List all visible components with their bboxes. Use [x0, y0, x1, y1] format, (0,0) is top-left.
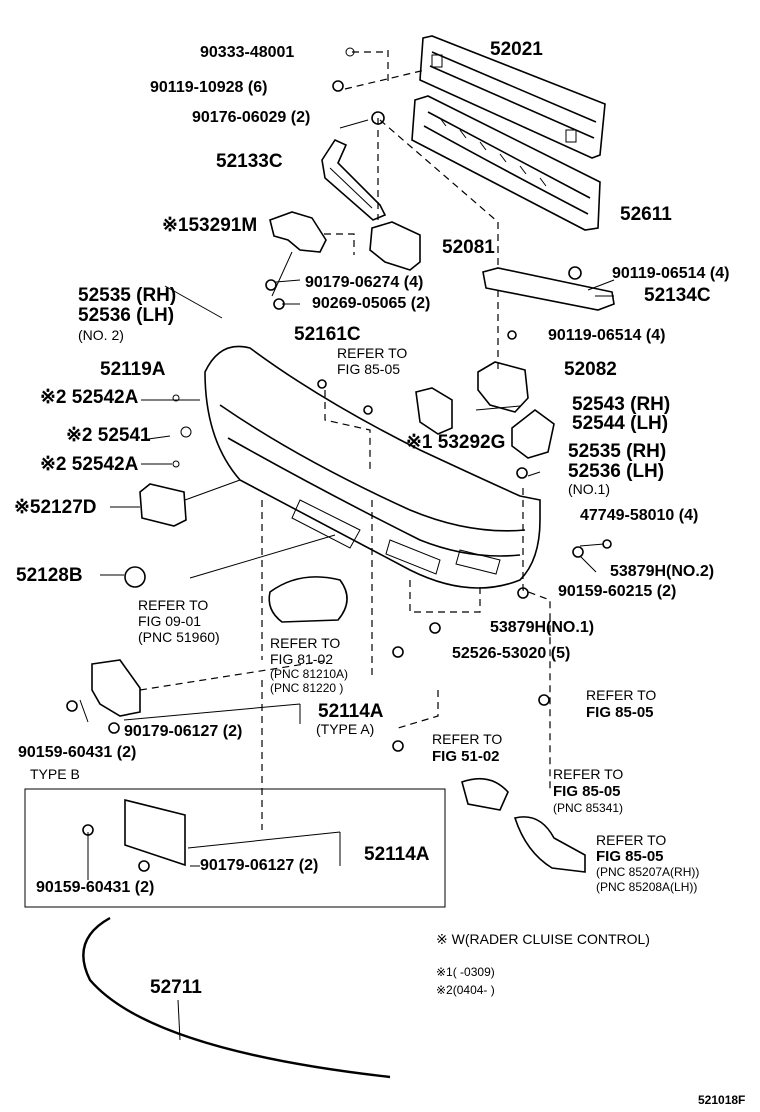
- nozzle-assembly: [513, 816, 586, 873]
- label-52542a-1: ※2 52542A: [40, 387, 139, 408]
- refer-4-line1: REFER TO: [586, 687, 657, 703]
- legend-note-1: ※1( -0309): [436, 965, 495, 979]
- nozzle-cover: [461, 777, 509, 811]
- refer-2-line3: (PNC 51960): [138, 629, 220, 645]
- bracket-52134c: [482, 267, 615, 311]
- label-52542a-2: ※2 52542A: [40, 454, 139, 475]
- label-53879h-no1: 53879H(NO.1): [490, 619, 595, 636]
- refer-4-line2: FIG 85-05: [586, 704, 654, 721]
- label-52082: 52082: [564, 359, 617, 380]
- retainer-52081: [369, 221, 421, 271]
- label-90119-10928: 90119-10928 (6): [150, 79, 268, 96]
- legend-note-2: ※2(0404- ): [436, 983, 495, 997]
- label-52127d: ※52127D: [14, 497, 97, 518]
- label-47749-58010: 47749-58010 (4): [580, 507, 699, 524]
- label-90119-06514-a: 90119-06514 (4): [612, 265, 730, 282]
- bracket-53291m: [269, 211, 327, 253]
- label-90119-06514-b: 90119-06514 (4): [548, 327, 666, 344]
- refer-1-line1: REFER TO: [337, 345, 408, 361]
- plug-52128b: [124, 566, 146, 588]
- refer-1-line2: FIG 85-05: [337, 361, 401, 377]
- diagram-code: 521018F: [698, 1093, 746, 1107]
- label-52535-rh-b: 52535 (RH): [568, 441, 667, 462]
- label-52526-53020: 52526-53020 (5): [452, 645, 571, 662]
- label-90179-06127-b: 90179-06127 (2): [200, 857, 319, 874]
- label-type-b: TYPE B: [30, 766, 80, 782]
- label-no2-a: (NO. 2): [78, 327, 124, 343]
- label-52543-rh: 52543 (RH): [572, 394, 671, 415]
- refer-3-line1: REFER TO: [270, 635, 341, 651]
- type-b-box: [24, 788, 446, 908]
- label-90269-05065: 90269-05065 (2): [312, 295, 431, 312]
- strip-52711: [82, 916, 391, 1079]
- refer-2-line2: FIG 09-01: [138, 613, 202, 629]
- label-53291m: ※153291M: [162, 215, 258, 236]
- refer-6-line2: FIG 85-05: [553, 783, 621, 800]
- bracket-52133c: [321, 138, 387, 221]
- label-90176-06029: 90176-06029 (2): [192, 109, 311, 126]
- label-52544-lh: 52544 (LH): [572, 413, 669, 434]
- refer-5-line2: FIG 51-02: [432, 748, 500, 765]
- label-90179-06127-a: 90179-06127 (2): [124, 723, 243, 740]
- label-90179-06274: 90179-06274 (4): [305, 274, 424, 291]
- label-90159-60431-b: 90159-60431 (2): [36, 879, 155, 896]
- fog-lamp: [268, 576, 348, 623]
- label-90159-60215: 90159-60215 (2): [558, 583, 677, 600]
- label-90333-48001: 90333-48001: [200, 44, 295, 61]
- label-no1-a: (NO.1): [568, 481, 610, 497]
- label-52161c: 52161C: [294, 324, 361, 345]
- refer-6-line1: REFER TO: [553, 766, 624, 782]
- label-52114a-type-b: 52114A: [364, 844, 430, 865]
- label-52611: 52611: [620, 204, 672, 225]
- label-52536-lh-b: 52536 (LH): [568, 461, 665, 482]
- refer-3-line4: (PNC 81220 ): [270, 681, 344, 695]
- absorber-52611: [411, 95, 601, 231]
- fasteners: [66, 47, 612, 872]
- label-52128b: 52128B: [16, 565, 83, 586]
- label-52541: ※2 52541: [66, 425, 151, 446]
- label-type-a: (TYPE A): [316, 721, 375, 737]
- bracket-52127d: [139, 483, 187, 527]
- label-52133c: 52133C: [216, 151, 283, 172]
- license-bracket-type-b: [124, 798, 186, 867]
- leader-lines: [79, 50, 615, 1041]
- license-bracket-type-a: [91, 659, 141, 717]
- label-53879h-no2: 53879H(NO.2): [610, 563, 715, 580]
- label-52114a-type-a: 52114A: [318, 701, 384, 722]
- refer-7-line2: FIG 85-05: [596, 848, 664, 865]
- reinforcement-52021: [419, 35, 606, 159]
- label-52119a: 52119A: [100, 359, 166, 380]
- retainer-52082: [477, 361, 529, 413]
- bracket-52543: [511, 408, 555, 459]
- label-52021: 52021: [490, 39, 543, 60]
- refer-7-line3: (PNC 85207A(RH)): [596, 865, 700, 879]
- refer-5-line1: REFER TO: [432, 731, 503, 747]
- label-53292g: ※1 53292G: [406, 432, 506, 453]
- refer-2-line1: REFER TO: [138, 597, 209, 613]
- label-52081: 52081: [442, 237, 495, 258]
- refer-6-line3: (PNC 85341): [553, 801, 624, 815]
- label-52711: 52711: [150, 977, 202, 998]
- legend-w: ※ W(RADER CLUISE CONTROL): [436, 931, 650, 947]
- refer-3-line2: FIG 81-02: [270, 651, 334, 667]
- bumper-cover-52119a: [204, 345, 541, 589]
- label-52535-rh-a: 52535 (RH): [78, 285, 177, 306]
- refer-3-line3: (PNC 81210A): [270, 667, 349, 681]
- refer-7-line1: REFER TO: [596, 832, 667, 848]
- refer-7-line4: (PNC 85208A(LH)): [596, 880, 698, 894]
- label-52536-lh-a: 52536 (LH): [78, 305, 175, 326]
- label-90159-60431-a: 90159-60431 (2): [18, 744, 137, 761]
- bracket-53292g: [415, 387, 453, 435]
- label-52134c: 52134C: [644, 285, 711, 306]
